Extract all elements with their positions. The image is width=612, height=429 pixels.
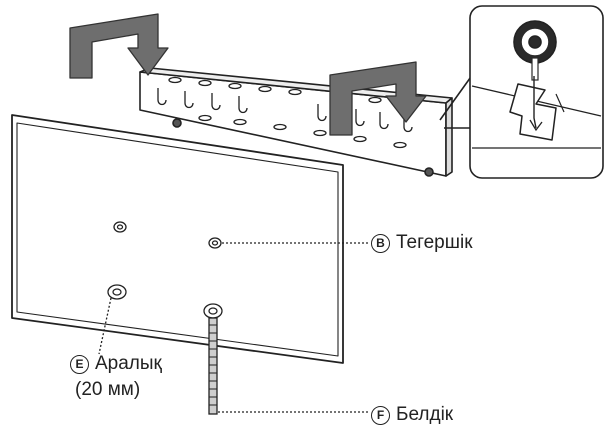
label-f-belt: F Белдік (371, 404, 453, 426)
label-e-subtext: (20 мм) (75, 379, 141, 400)
leader-lines (98, 242, 368, 413)
tv-back-panel (11, 114, 344, 364)
label-b-wheel: B Тегершік (371, 232, 473, 254)
mount-hole-upper-right (208, 237, 222, 249)
label-e-spacer: E Аралық (70, 353, 162, 375)
label-b-letter: B (371, 233, 390, 253)
spacer-part (107, 284, 127, 300)
mount-hole-upper-left (113, 221, 127, 233)
belt-part (203, 303, 223, 415)
label-b-text: Тегершік (396, 232, 473, 253)
screw-head-detail (513, 20, 557, 81)
label-e-text: Аралық (95, 353, 162, 374)
label-e-letter: E (70, 354, 89, 374)
label-f-letter: F (371, 405, 390, 425)
detail-callout (439, 5, 604, 179)
down-arrow-left (69, 13, 169, 79)
label-f-text: Белдік (396, 404, 454, 425)
down-arrow-right (329, 61, 427, 136)
